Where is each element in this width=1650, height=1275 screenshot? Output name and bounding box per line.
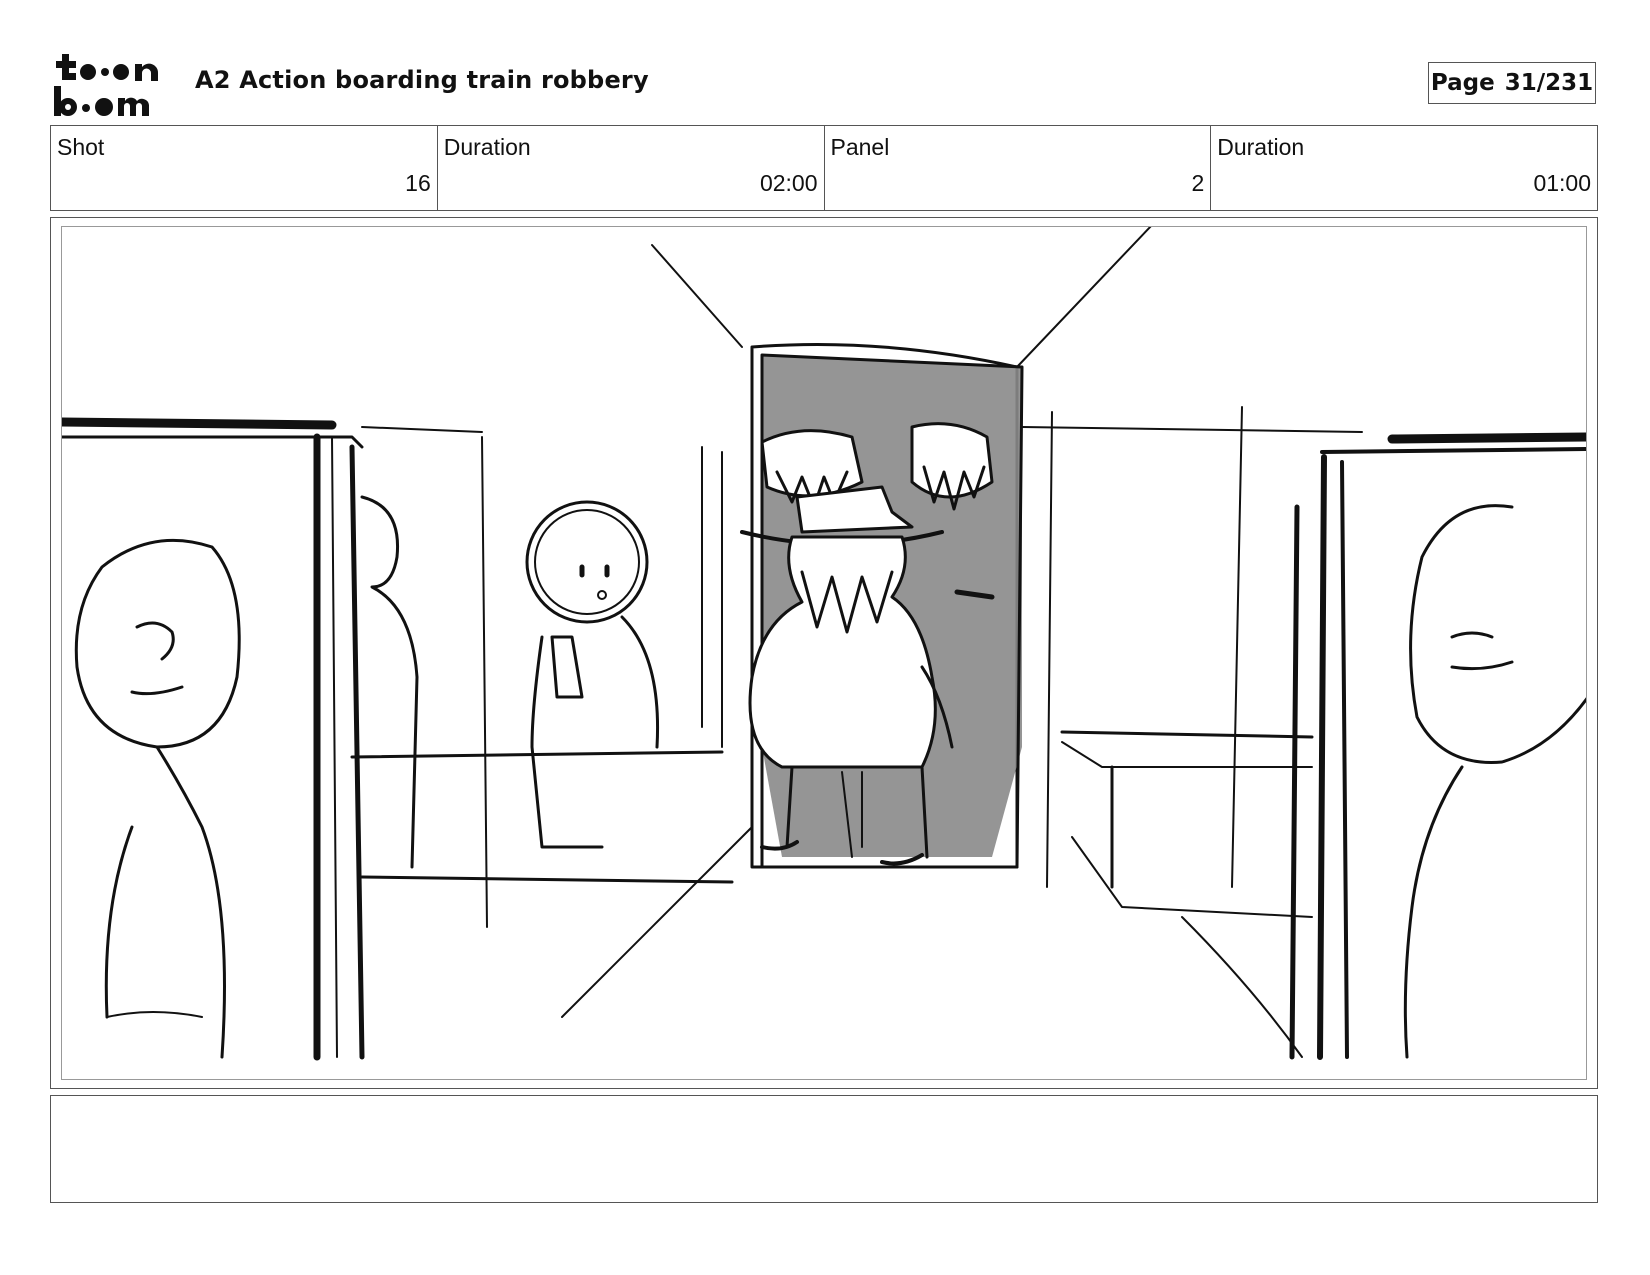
page-number: 31/231 — [1504, 70, 1594, 96]
panel-sketch — [61, 226, 1587, 1080]
shot-cell: Shot 16 — [51, 126, 438, 210]
shot-duration-cell: Duration 02:00 — [438, 126, 825, 210]
panel-label: Panel — [830, 134, 890, 160]
toon-boom-logo — [52, 52, 170, 118]
shot-value: 16 — [405, 170, 431, 196]
panel-cell: Panel 2 — [825, 126, 1212, 210]
shot-label: Shot — [57, 134, 105, 160]
panel-duration-label: Duration — [1217, 134, 1305, 160]
storyboard-panel — [50, 217, 1598, 1089]
shot-duration-value: 02:00 — [759, 170, 818, 196]
panel-notes — [50, 1095, 1598, 1203]
page-indicator: Page 31/231 — [1428, 62, 1596, 104]
panel-duration-value: 01:00 — [1533, 170, 1591, 196]
storyboard-title: A2 Action boarding train robbery — [195, 66, 649, 94]
shot-duration-label: Duration — [443, 134, 531, 160]
panel-duration-cell: Duration 01:00 — [1211, 126, 1597, 210]
shot-info-table: Shot 16 Duration 02:00 Panel 2 Duration … — [50, 125, 1598, 211]
panel-value: 2 — [1191, 170, 1205, 196]
page-label: Page — [1430, 70, 1495, 96]
